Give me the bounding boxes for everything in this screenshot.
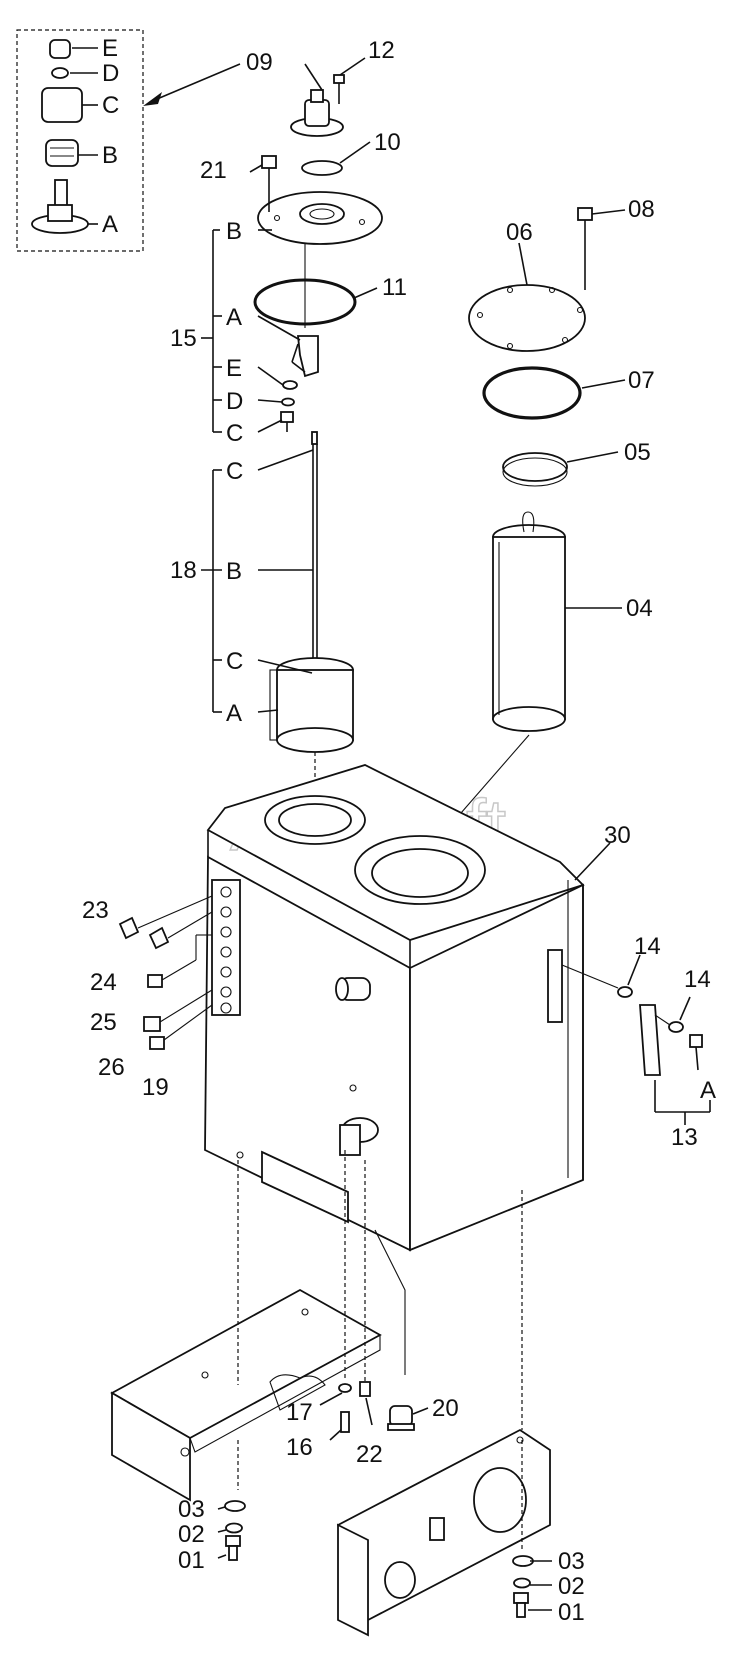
callout-11: 11: [382, 274, 407, 301]
inset-label-d: D: [102, 60, 119, 87]
inset-label-b: B: [102, 142, 118, 169]
bracket-13: [639, 1004, 661, 1076]
inset-part-c: [41, 87, 83, 123]
callout-14-upper: 14: [634, 933, 661, 960]
o-ring-10: [301, 160, 343, 176]
sub15-label-b: B: [226, 218, 242, 245]
strainer-18: [269, 431, 354, 815]
callout-02-left: 02: [178, 1521, 205, 1548]
callout-25: 25: [90, 1009, 117, 1036]
sub18-label-b: B: [226, 558, 242, 585]
bolt-21: [261, 155, 277, 212]
sub15-label-e: E: [226, 355, 242, 382]
callout-01-right: 01: [558, 1599, 585, 1626]
bolt-13a: [689, 1034, 703, 1071]
washer-15e: [282, 380, 298, 390]
callout-07: 07: [628, 367, 655, 394]
fitting-24: [148, 926, 170, 950]
plug-20: [387, 1405, 415, 1431]
breather-09: [290, 89, 344, 137]
inset-part-b: [45, 139, 79, 167]
mount-bracket-right: [336, 1428, 551, 1637]
sub15-label-a: A: [226, 304, 242, 331]
lockwasher-02-left: [225, 1522, 243, 1534]
inset-part-d: [51, 67, 69, 79]
sub15-label-d: D: [226, 388, 243, 415]
hydraulic-tank-30: [204, 764, 585, 1252]
callout-18: 18: [170, 557, 197, 584]
fitting-26: [143, 1016, 161, 1032]
inset-frame: [16, 29, 144, 252]
lockwasher-02-right: [513, 1577, 531, 1589]
callout-14-lower: 14: [684, 966, 711, 993]
sub18-label-a: A: [226, 700, 242, 727]
callout-05: 05: [624, 439, 651, 466]
plug-22: [359, 1381, 371, 1397]
washer-14b: [668, 1021, 684, 1033]
callout-21: 21: [200, 157, 227, 184]
cover-06: [468, 284, 586, 352]
cover-plate-15b: [257, 191, 383, 245]
washer-14a: [617, 986, 633, 998]
washer-15d: [281, 397, 295, 407]
breather-inset: E D C B A: [16, 29, 144, 252]
callout-02-right: 02: [558, 1573, 585, 1600]
o-ring-07: [482, 366, 582, 420]
callout-01-left: 01: [178, 1547, 205, 1574]
inset-label-c: C: [102, 92, 119, 119]
callout-15: 15: [170, 325, 197, 352]
bolt-08: [577, 207, 593, 290]
inset-label-a: A: [102, 211, 118, 238]
sub13-label-a: A: [700, 1077, 716, 1104]
sub15-label-c: C: [226, 420, 243, 447]
filter-element-04: [492, 511, 566, 732]
bolt-12: [333, 74, 345, 104]
bracket-15a: [291, 335, 319, 378]
callout-10: 10: [374, 129, 401, 156]
washer-03-left: [224, 1500, 246, 1512]
callout-13: 13: [671, 1124, 698, 1151]
callout-24: 24: [90, 969, 117, 996]
callout-22: 22: [356, 1441, 383, 1468]
callout-26: 26: [98, 1054, 125, 1081]
callout-16: 16: [286, 1434, 313, 1461]
fitting-25: [147, 974, 163, 988]
mount-bracket-left: [110, 1288, 382, 1502]
callout-20: 20: [432, 1395, 459, 1422]
sub18-label-c-bottom: C: [226, 648, 243, 675]
callout-23: 23: [82, 897, 109, 924]
callout-08: 08: [628, 196, 655, 223]
callout-12: 12: [368, 37, 395, 64]
spring-05: [502, 452, 568, 487]
callout-04: 04: [626, 595, 653, 622]
bolt-01-right: [513, 1592, 529, 1618]
inset-part-e: [49, 39, 71, 59]
fitting-23: [118, 916, 140, 940]
inset-label-e: E: [102, 35, 118, 62]
bolt-15c: [280, 411, 294, 432]
bolt-16: [340, 1411, 350, 1433]
callout-06: 06: [506, 219, 533, 246]
callout-09: 09: [246, 49, 273, 76]
callout-03-right: 03: [558, 1548, 585, 1575]
washer-17: [338, 1383, 352, 1393]
callout-19: 19: [142, 1074, 169, 1101]
bolt-01-left: [225, 1535, 241, 1561]
callout-17: 17: [286, 1399, 313, 1426]
sub18-label-c-top: C: [226, 458, 243, 485]
callout-03-left: 03: [178, 1496, 205, 1523]
callout-30: 30: [604, 822, 631, 849]
plug-19: [149, 1036, 165, 1050]
